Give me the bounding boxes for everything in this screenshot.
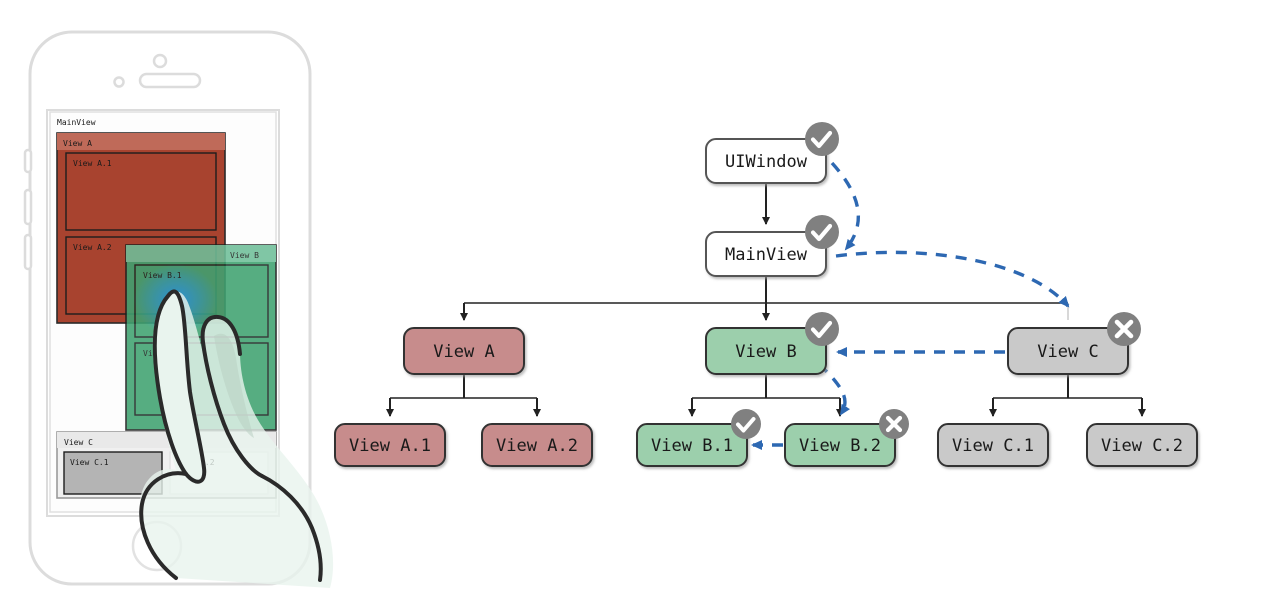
badge-check-view-b: [805, 312, 839, 346]
node-view-c-label: View C: [1037, 342, 1098, 362]
node-view-c2[interactable]: View C.2: [1086, 423, 1198, 467]
badge-check-view-b1: [731, 409, 761, 439]
phone-view-a1: [65, 152, 217, 231]
phone-view-b1-label: View B.1: [143, 271, 182, 280]
node-view-a[interactable]: View A: [403, 327, 525, 375]
node-uiwindow-label: UIWindow: [725, 152, 808, 172]
dashed-edge-uiwindow-mainview: [830, 161, 860, 251]
dashed-edge-mainview-viewc: [835, 250, 1070, 308]
node-mainview[interactable]: MainView: [705, 231, 827, 277]
phone-view-b-label: View B: [230, 251, 259, 260]
dashed-edge-viewb-viewb2: [817, 362, 851, 416]
badge-cross-view-c: [1107, 312, 1141, 346]
node-view-a-label: View A: [433, 342, 494, 362]
badge-check-uiwindow: [805, 122, 839, 156]
index-finger-outline: [152, 289, 207, 484]
tree-dashed-edges: [751, 161, 1070, 450]
phone-silent-switch: [23, 148, 33, 174]
node-view-c[interactable]: View C: [1007, 327, 1129, 375]
node-view-a1[interactable]: View A.1: [334, 423, 446, 467]
tree-solid-edges: [386, 183, 1146, 417]
earpiece-speaker-icon: [138, 72, 202, 89]
phone-volume-up-button: [23, 188, 33, 226]
node-view-c1[interactable]: View C.1: [937, 423, 1049, 467]
node-view-c2-label: View C.2: [1101, 436, 1183, 456]
hand-palm-outline: [139, 471, 188, 580]
phone-view-mainview-label: MainView: [57, 118, 96, 127]
node-view-b-label: View B: [735, 342, 796, 362]
phone-view-a2-label: View A.2: [73, 243, 112, 252]
badge-cross-view-b2: [879, 409, 909, 439]
phone-view-a1-label: View A.1: [73, 159, 112, 168]
node-view-b[interactable]: View B: [705, 327, 827, 375]
node-view-c1-label: View C.1: [952, 436, 1034, 456]
node-uiwindow[interactable]: UIWindow: [705, 138, 827, 184]
ambient-sensor-icon: [113, 76, 125, 88]
hand-thumb-outline: [260, 474, 323, 582]
tree-nodes: UIWindow MainView View A: [334, 122, 1198, 467]
node-view-b2-label: View B.2: [799, 436, 881, 456]
node-view-a1-label: View A.1: [349, 436, 431, 456]
phone-volume-down-button: [23, 233, 33, 271]
phone-view-c1-label: View C.1: [70, 458, 109, 467]
phone-view-c-label: View C: [64, 438, 93, 447]
node-view-b2[interactable]: View B.2: [784, 423, 896, 467]
finger-shadow: [214, 333, 254, 438]
middle-finger-outline: [200, 314, 264, 478]
node-view-b1-label: View B.1: [651, 436, 733, 456]
phone-view-a-label: View A: [63, 139, 92, 148]
camera-lens-icon: [152, 53, 168, 69]
node-view-b1[interactable]: View B.1: [636, 423, 748, 467]
badge-check-mainview: [805, 215, 839, 249]
hand-illustration: [139, 289, 334, 588]
node-view-a2-label: View A.2: [496, 436, 578, 456]
node-view-a2[interactable]: View A.2: [481, 423, 593, 467]
node-mainview-label: MainView: [725, 245, 808, 265]
